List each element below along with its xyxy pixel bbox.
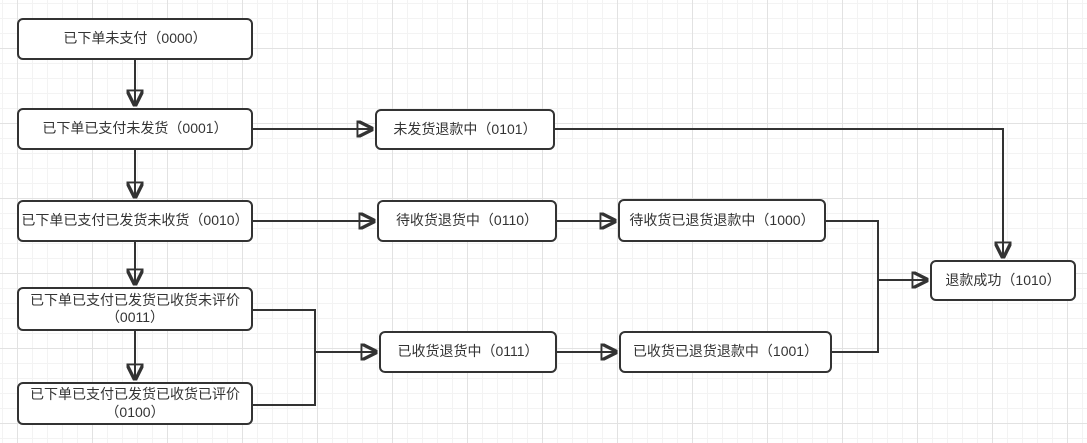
- node-0001-label: 已下单已支付未发货（0001）: [42, 120, 228, 137]
- node-0001: 已下单已支付未发货（0001）: [17, 108, 253, 150]
- node-0100: 已下单已支付已发货已收货已评价 （0100）: [17, 382, 253, 425]
- node-1000: 待收货已退货退款中（1000）: [618, 199, 826, 242]
- node-1010-label: 退款成功（1010）: [945, 271, 1061, 288]
- node-0010: 已下单已支付已发货未收货（0010）: [17, 200, 253, 242]
- node-0000: 已下单未支付（0000）: [17, 18, 253, 60]
- node-1001-label: 已收货已退货退款中（1001）: [632, 343, 819, 360]
- node-0101-label: 未发货退款中（0101）: [393, 120, 537, 137]
- node-0111: 已收货退货中（0111）: [379, 331, 557, 373]
- node-0000-label: 已下单未支付（0000）: [63, 30, 207, 47]
- node-0100-label-line1: 已下单已支付已发货已收货已评价: [30, 386, 240, 402]
- node-1001: 已收货已退货退款中（1001）: [619, 331, 832, 373]
- node-0111-label: 已收货退货中（0111）: [397, 343, 539, 360]
- node-0011-label-line1: 已下单已支付已发货已收货未评价: [30, 291, 240, 308]
- node-0011: 已下单已支付已发货已收货未评价 （0011）: [17, 287, 253, 331]
- node-0100-label-line2: （0100）: [105, 403, 165, 420]
- edge-merge-1000-1001: [826, 220, 879, 353]
- node-0010-label: 已下单已支付已发货未收货（0010）: [21, 212, 249, 229]
- edge-0101-1010: [555, 128, 1003, 257]
- node-0011-label-line2: （0011）: [105, 309, 165, 325]
- edge-merge-0011-0100: [253, 309, 316, 406]
- node-1000-label: 待收货已退货退款中（1000）: [629, 211, 815, 228]
- node-1010: 退款成功（1010）: [930, 260, 1076, 301]
- node-0110: 待收货退货中（0110）: [377, 200, 557, 242]
- node-0101: 未发货退款中（0101）: [375, 109, 555, 150]
- node-0110-label: 待收货退货中（0110）: [395, 212, 539, 229]
